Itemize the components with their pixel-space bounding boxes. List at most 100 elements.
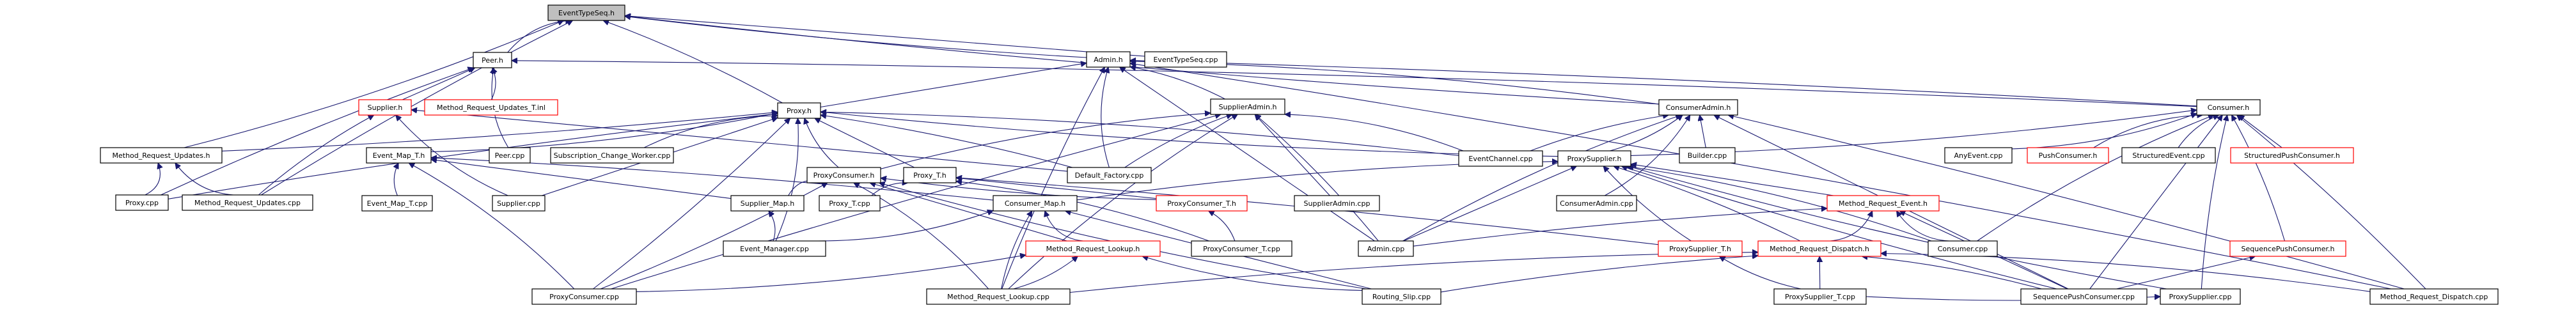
node-proxysupplier-t-cpp[interactable]: ProxySupplier_T.cpp — [1773, 288, 1867, 305]
node-box[interactable] — [1358, 240, 1414, 257]
node-peer-h[interactable]: Peer.h — [473, 52, 512, 68]
node-anyevent-cpp[interactable]: AnyEvent.cpp — [1944, 147, 2013, 164]
node-box[interactable] — [777, 102, 821, 119]
node-box[interactable] — [2121, 147, 2216, 164]
node-box[interactable] — [819, 195, 881, 212]
node-box[interactable] — [926, 288, 1071, 305]
node-box[interactable] — [1679, 147, 1736, 164]
node-method-request-dispatch-h[interactable]: Method_Request_Dispatch.h — [1757, 240, 1881, 257]
node-eventtypeseq-h[interactable]: EventTypeSeq.h — [547, 4, 625, 21]
node-box[interactable] — [358, 99, 412, 116]
node-box[interactable] — [2369, 288, 2499, 305]
node-proxyconsumer-cpp[interactable]: ProxyConsumer.cpp — [531, 288, 637, 305]
node-proxysupplier-h[interactable]: ProxySupplier.h — [1557, 150, 1631, 167]
node-box[interactable] — [366, 147, 432, 164]
node-box[interactable] — [424, 99, 558, 116]
node-proxy-t-cpp[interactable]: Proxy_T.cpp — [819, 195, 881, 212]
node-method-request-lookup-cpp[interactable]: Method_Request_Lookup.cpp — [926, 288, 1071, 305]
node-box[interactable] — [1658, 99, 1738, 116]
node-box[interactable] — [2229, 240, 2346, 257]
node-pushconsumer-h[interactable]: PushConsumer.h — [2027, 147, 2109, 164]
node-box[interactable] — [531, 288, 637, 305]
node-event-map-t-h[interactable]: Event_Map_T.h — [366, 147, 432, 164]
node-box[interactable] — [489, 147, 531, 164]
node-method-request-event-h[interactable]: Method_Request_Event.h — [1826, 195, 1940, 212]
node-supplieradmin-h[interactable]: SupplierAdmin.h — [1210, 98, 1285, 115]
node-proxyconsumer-t-h[interactable]: ProxyConsumer_T.h — [1156, 195, 1248, 212]
node-box[interactable] — [1658, 240, 1743, 257]
node-admin-h[interactable]: Admin.h — [1086, 51, 1131, 68]
node-proxyconsumer-h[interactable]: ProxyConsumer.h — [806, 167, 881, 183]
node-box[interactable] — [547, 4, 625, 21]
node-box[interactable] — [1362, 288, 1441, 305]
node-box[interactable] — [361, 195, 433, 212]
node-consumer-map-h[interactable]: Consumer_Map.h — [993, 195, 1078, 212]
node-subscription-change-worker-cpp[interactable]: Subscription_Change_Worker.cpp — [550, 147, 674, 164]
node-admin-cpp[interactable]: Admin.cpp — [1358, 240, 1414, 257]
node-box[interactable] — [1773, 288, 1867, 305]
node-box[interactable] — [806, 167, 881, 183]
node-box[interactable] — [1086, 51, 1131, 68]
node-proxysupplier-cpp[interactable]: ProxySupplier.cpp — [2160, 288, 2241, 305]
node-box[interactable] — [1556, 195, 1637, 212]
node-proxy-cpp[interactable]: Proxy.cpp — [115, 194, 169, 211]
node-box[interactable] — [1757, 240, 1881, 257]
node-supplier-cpp[interactable]: Supplier.cpp — [492, 195, 546, 212]
node-proxyconsumer-t-cpp[interactable]: ProxyConsumer_T.cpp — [1191, 240, 1292, 257]
node-box[interactable] — [903, 167, 957, 183]
node-event-manager-cpp[interactable]: Event_Manager.cpp — [723, 240, 826, 257]
node-box[interactable] — [1294, 195, 1380, 212]
node-box[interactable] — [993, 195, 1078, 212]
node-box[interactable] — [182, 194, 313, 211]
node-method-request-dispatch-cpp[interactable]: Method_Request_Dispatch.cpp — [2369, 288, 2499, 305]
node-box[interactable] — [2020, 288, 2148, 305]
node-consumeradmin-h[interactable]: ConsumerAdmin.h — [1658, 99, 1738, 116]
node-event-map-t-cpp[interactable]: Event_Map_T.cpp — [361, 195, 433, 212]
node-box[interactable] — [2230, 147, 2354, 164]
node-supplier-h[interactable]: Supplier.h — [358, 99, 412, 116]
node-builder-cpp[interactable]: Builder.cpp — [1679, 147, 1736, 164]
node-method-request-updates-h[interactable]: Method_Request_Updates.h — [100, 147, 223, 164]
node-eventchannel-cpp[interactable]: EventChannel.cpp — [1458, 150, 1543, 167]
node-box[interactable] — [730, 195, 805, 212]
node-method-request-updates-t-inl[interactable]: Method_Request_Updates_T.inl — [424, 99, 558, 116]
node-box[interactable] — [492, 195, 546, 212]
node-structuredevent-cpp[interactable]: StructuredEvent.cpp — [2121, 147, 2216, 164]
node-box[interactable] — [1191, 240, 1292, 257]
node-supplieradmin-cpp[interactable]: SupplierAdmin.cpp — [1294, 195, 1380, 212]
node-box[interactable] — [473, 52, 512, 68]
node-box[interactable] — [115, 194, 169, 211]
node-consumeradmin-cpp[interactable]: ConsumerAdmin.cpp — [1556, 195, 1637, 212]
node-sequencepushconsumer-h[interactable]: SequencePushConsumer.h — [2229, 240, 2346, 257]
node-proxy-h[interactable]: Proxy.h — [777, 102, 821, 119]
node-box[interactable] — [1944, 147, 2013, 164]
node-box[interactable] — [2027, 147, 2109, 164]
node-box[interactable] — [1826, 195, 1940, 212]
node-box[interactable] — [723, 240, 826, 257]
node-box[interactable] — [2160, 288, 2241, 305]
node-peer-cpp[interactable]: Peer.cpp — [489, 147, 531, 164]
node-box[interactable] — [1557, 150, 1631, 167]
node-box[interactable] — [1928, 240, 1998, 257]
node-routing-slip-cpp[interactable]: Routing_Slip.cpp — [1362, 288, 1441, 305]
node-method-request-updates-cpp[interactable]: Method_Request_Updates.cpp — [182, 194, 313, 211]
node-box[interactable] — [1156, 195, 1248, 212]
node-consumer-cpp[interactable]: Consumer.cpp — [1928, 240, 1998, 257]
node-consumer-h[interactable]: Consumer.h — [2196, 99, 2261, 116]
node-box[interactable] — [550, 147, 674, 164]
node-box[interactable] — [1067, 167, 1152, 183]
node-supplier-map-h[interactable]: Supplier_Map.h — [730, 195, 805, 212]
node-structuredpushconsumer-h[interactable]: StructuredPushConsumer.h — [2230, 147, 2354, 164]
node-method-request-lookup-h[interactable]: Method_Request_Lookup.h — [1025, 240, 1161, 257]
node-eventtypeseq-cpp[interactable]: EventTypeSeq.cpp — [1144, 51, 1227, 68]
node-default-factory-cpp[interactable]: Default_Factory.cpp — [1067, 167, 1152, 183]
node-proxysupplier-t-h[interactable]: ProxySupplier_T.h — [1658, 240, 1743, 257]
node-box[interactable] — [1025, 240, 1161, 257]
node-sequencepushconsumer-cpp[interactable]: SequencePushConsumer.cpp — [2020, 288, 2148, 305]
node-box[interactable] — [1458, 150, 1543, 167]
node-box[interactable] — [2196, 99, 2261, 116]
node-box[interactable] — [1210, 98, 1285, 115]
node-box[interactable] — [1144, 51, 1227, 68]
node-box[interactable] — [100, 147, 223, 164]
node-proxy-t-h[interactable]: Proxy_T.h — [903, 167, 957, 183]
